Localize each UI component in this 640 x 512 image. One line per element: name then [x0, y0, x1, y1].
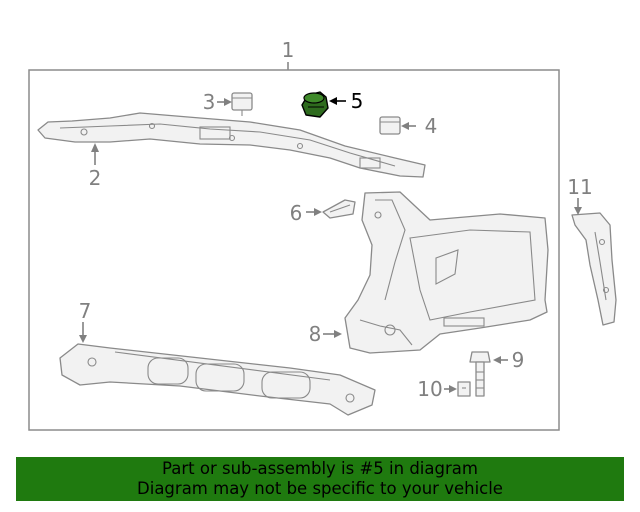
callout-7[interactable]: 7: [79, 299, 92, 323]
part-2-upper-crossmember[interactable]: [37, 112, 426, 178]
part-8-headlamp-panel[interactable]: [344, 191, 549, 354]
part-4-bracket[interactable]: [379, 116, 401, 135]
callout-5[interactable]: 5: [351, 89, 364, 113]
part-11-side-bracket[interactable]: [571, 212, 617, 326]
callout-10[interactable]: 10: [417, 377, 442, 401]
part-7-lower-crossmember[interactable]: [59, 343, 376, 416]
parts-diagram: 1 2 3 4 5 6: [28, 38, 617, 431]
callout-3[interactable]: 3: [203, 90, 216, 114]
part-5-highlighted-clip[interactable]: [301, 91, 329, 118]
assembly-frame: [28, 69, 560, 431]
part-6-bracket[interactable]: [322, 199, 356, 219]
banner-line-1: Part or sub-assembly is #5 in diagram: [162, 459, 478, 478]
banner-line-2: Diagram may not be specific to your vehi…: [137, 479, 503, 498]
callout-9[interactable]: 9: [512, 348, 525, 372]
part-3-bracket[interactable]: [231, 92, 253, 116]
callout-11[interactable]: 11: [567, 175, 592, 199]
part-info-banner: Part or sub-assembly is #5 in diagram Di…: [16, 457, 624, 501]
callout-6[interactable]: 6: [290, 201, 303, 225]
callout-8[interactable]: 8: [309, 322, 322, 346]
callout-1[interactable]: 1: [282, 38, 295, 62]
part-10-clip[interactable]: [457, 381, 471, 397]
part-9-bolt[interactable]: [469, 351, 491, 397]
callout-4[interactable]: 4: [425, 114, 438, 138]
callout-2[interactable]: 2: [89, 166, 102, 190]
